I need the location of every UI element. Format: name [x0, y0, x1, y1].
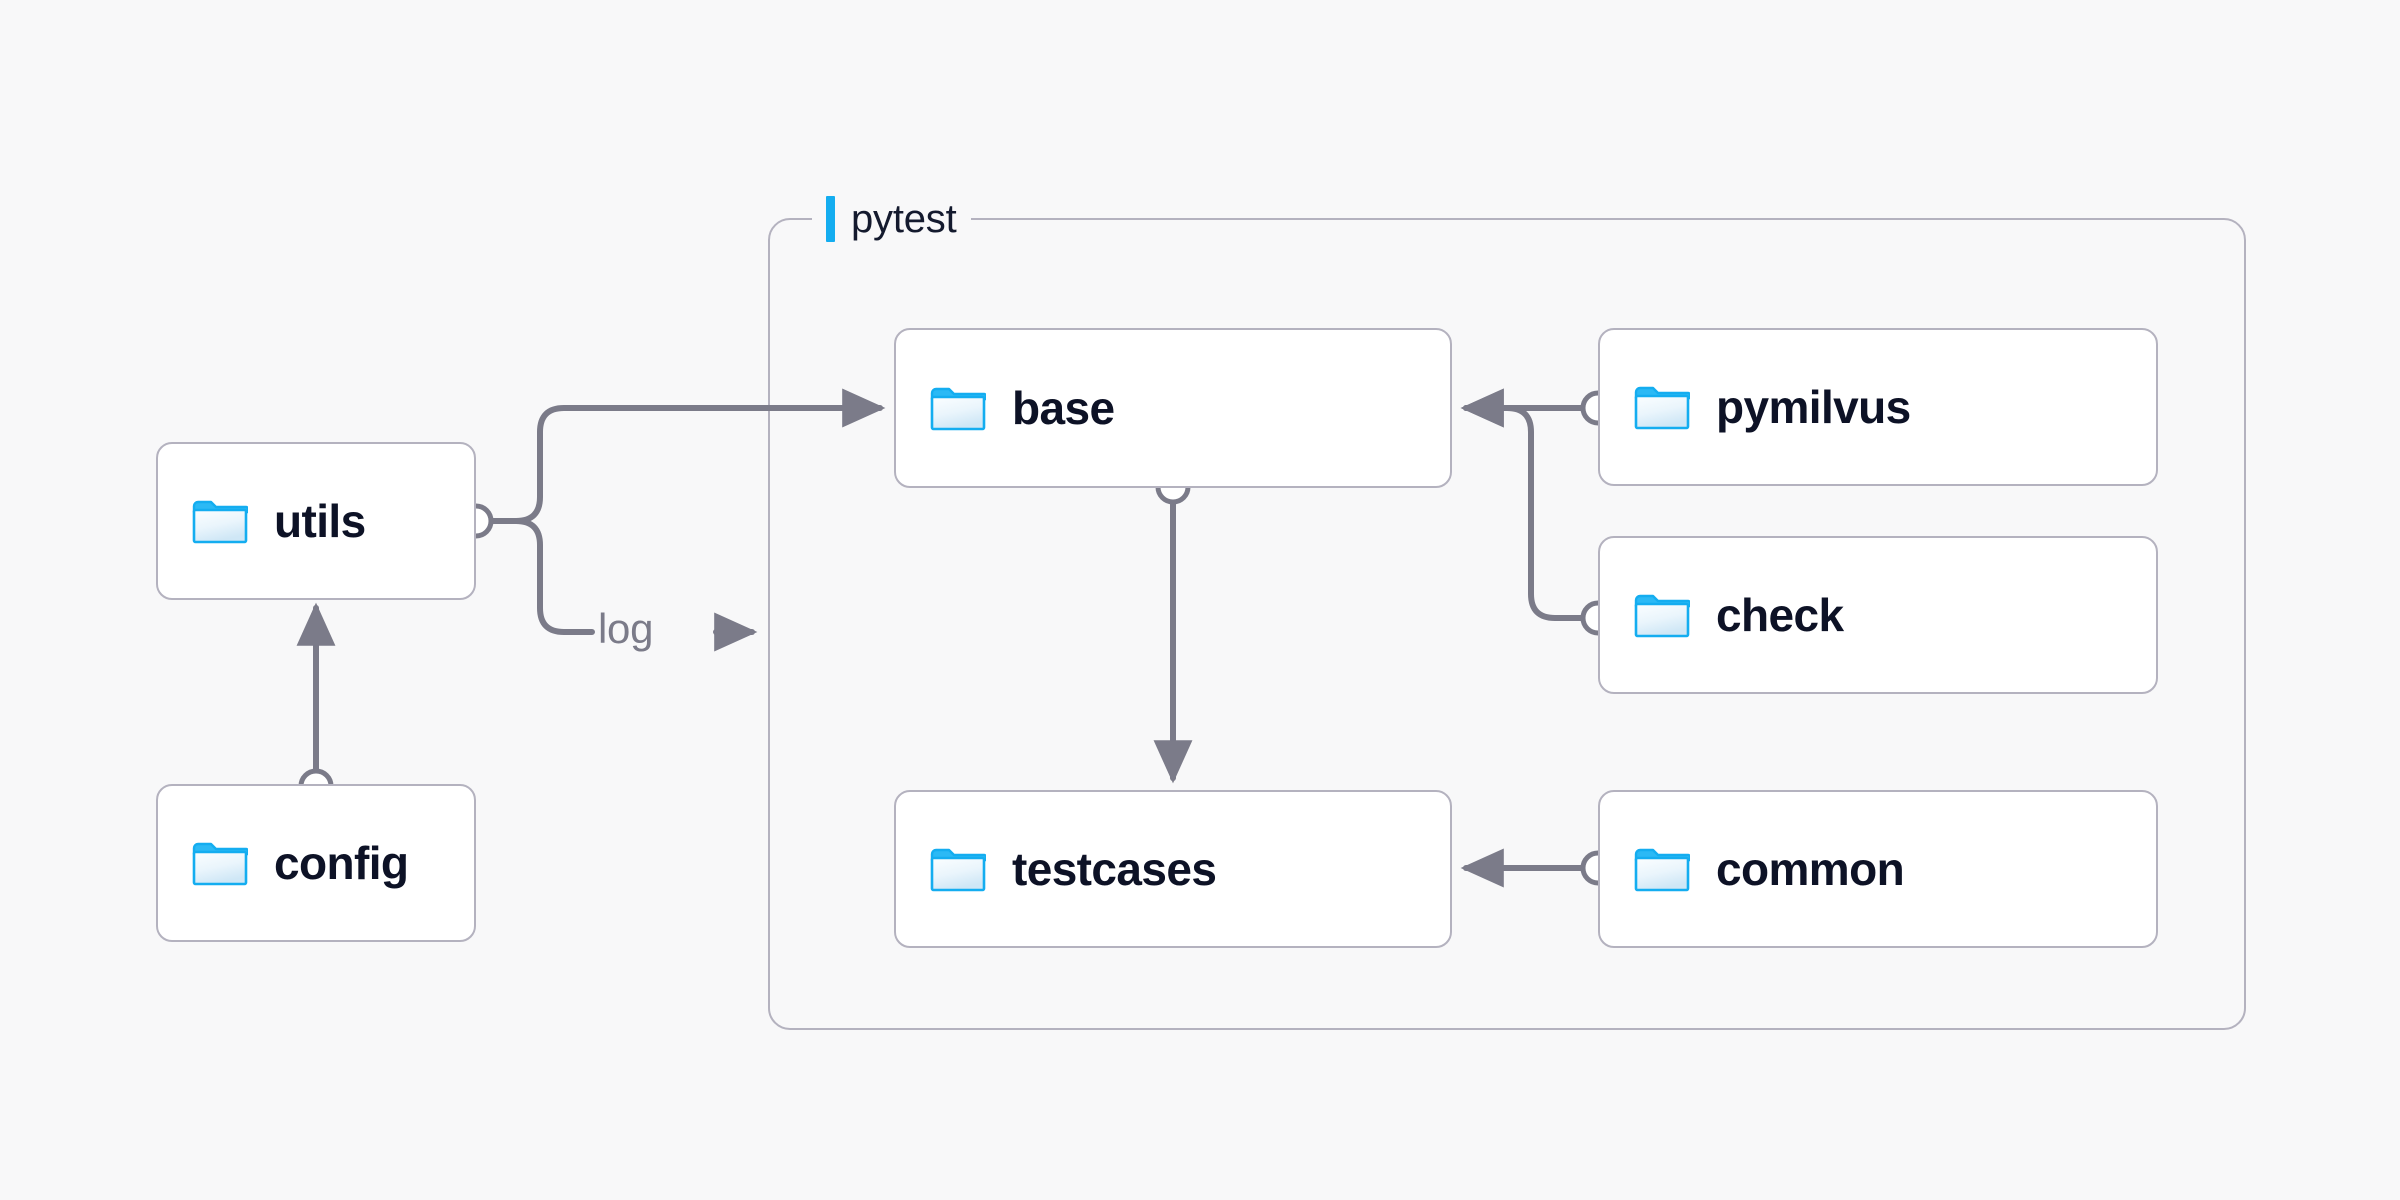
- folder-icon: [1634, 386, 1690, 430]
- group-accent-bar-icon: [826, 196, 835, 242]
- node-label: testcases: [1012, 843, 1217, 895]
- group-container-pytest[interactable]: [768, 218, 2246, 1030]
- node-label: common: [1716, 843, 1905, 895]
- node-label: config: [274, 837, 409, 889]
- folder-icon: [192, 842, 248, 886]
- node-label: check: [1716, 589, 1844, 641]
- node-utils[interactable]: utils: [156, 442, 476, 600]
- node-check[interactable]: check: [1598, 536, 2158, 694]
- node-label: pymilvus: [1716, 381, 1911, 433]
- node-config[interactable]: config: [156, 784, 476, 942]
- node-label: utils: [274, 495, 366, 547]
- node-label: base: [1012, 382, 1115, 434]
- node-testcases[interactable]: testcases: [894, 790, 1452, 948]
- group-label-text: pytest: [851, 196, 957, 241]
- edge-utils-to-log: [489, 518, 595, 635]
- node-pymilvus[interactable]: pymilvus: [1598, 328, 2158, 486]
- node-common[interactable]: common: [1598, 790, 2158, 948]
- folder-icon: [192, 500, 248, 544]
- folder-icon: [930, 387, 986, 431]
- group-label-pytest[interactable]: pytest: [812, 190, 971, 248]
- edge-label-log: log: [598, 605, 654, 652]
- folder-icon: [1634, 594, 1690, 638]
- folder-icon: [1634, 848, 1690, 892]
- folder-icon: [930, 848, 986, 892]
- node-base[interactable]: base: [894, 328, 1452, 488]
